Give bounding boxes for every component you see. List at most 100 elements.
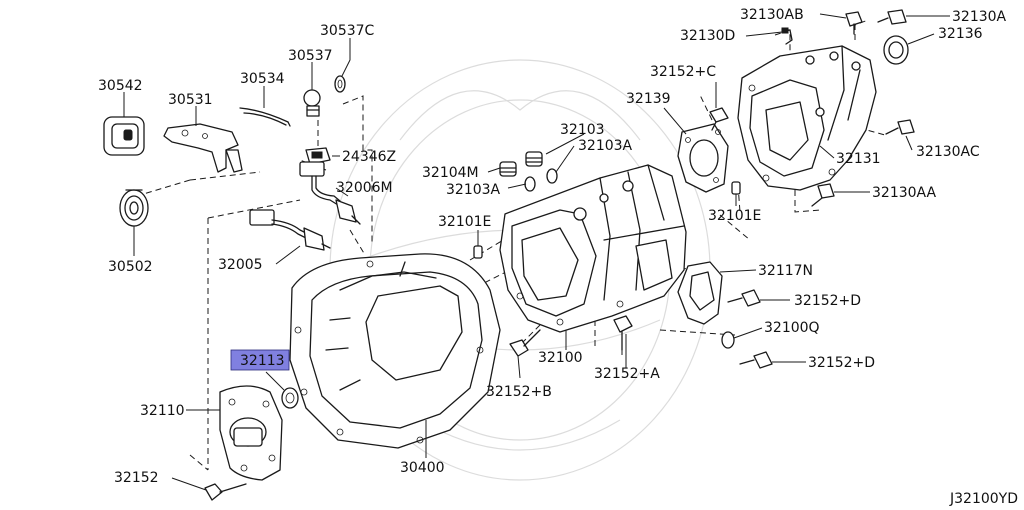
part-number-label: 30400 [400, 460, 445, 476]
part-32117N-adapter [677, 261, 723, 325]
part-32130AB-bolt [845, 11, 863, 35]
part-number-label: 32103 [560, 122, 605, 138]
part-number-label: 32130AA [872, 185, 937, 201]
callout-32130AA[interactable]: 32130AA [872, 185, 937, 201]
part-32100Q-washer [721, 331, 735, 349]
callout-32103[interactable]: 32103 [560, 122, 605, 138]
part-number-label: 32152 [114, 470, 159, 486]
part-number-label: 32130D [680, 28, 735, 44]
callout-32152A[interactable]: 32152+A [594, 366, 660, 382]
part-number-label: 32005 [218, 257, 263, 273]
part-32152-bolt [204, 483, 247, 501]
leader-lines [123, 13, 950, 491]
part-32136-rear-seal [883, 35, 909, 65]
part-30400-clutch-housing [289, 253, 501, 449]
part-number-label: 32152+D [808, 355, 875, 371]
part-number-label: 32152+A [594, 366, 660, 382]
part-number-label: 32103A [578, 138, 633, 154]
part-32130AA-bolt [811, 183, 835, 207]
part-number-label: 32104M [422, 165, 479, 181]
part-32152D-bolt-upper [727, 289, 761, 307]
callout-32130AB[interactable]: 32130AB [740, 7, 804, 23]
part-number-label: 32113 [240, 353, 285, 369]
part-32139-gasket [677, 123, 729, 193]
part-32103-plug [525, 151, 543, 167]
part-32152A-bolt [613, 315, 633, 351]
part-32130D-clip [781, 27, 793, 45]
callout-32130AC[interactable]: 32130AC [916, 144, 980, 160]
part-number-label: 30542 [98, 78, 143, 94]
callout-30502[interactable]: 30502 [108, 259, 153, 275]
callout-30542[interactable]: 30542 [98, 78, 143, 94]
part-32152B-bolt [509, 329, 541, 357]
part-32130AC-bolt [885, 119, 915, 135]
part-number-label: 32136 [938, 26, 983, 42]
part-number-label: 32152+B [486, 384, 552, 400]
part-24346Z-clip [305, 147, 331, 165]
part-number-label: 32139 [626, 91, 671, 107]
callout-30534[interactable]: 30534 [240, 71, 285, 87]
part-number-label: 32006M [336, 180, 393, 196]
callout-32103A-left[interactable]: 32103A [446, 182, 501, 198]
part-number-label: 32103A [446, 182, 501, 198]
part-number-label: 24346Z [342, 149, 396, 165]
part-number-label: 32100Q [764, 320, 820, 336]
callout-32152D-upper[interactable]: 32152+D [794, 293, 861, 309]
callout-32130A[interactable]: 32130A [952, 9, 1007, 25]
part-number-label: 32152+D [794, 293, 861, 309]
part-30537C-clip [334, 75, 346, 93]
part-number-label: 32130A [952, 9, 1007, 25]
part-30542-boot [103, 116, 145, 156]
callout-32110[interactable]: 32110 [140, 403, 185, 419]
callout-32101E-right[interactable]: 32101E [708, 208, 761, 224]
callout-32104M[interactable]: 32104M [422, 165, 479, 181]
part-number-label: 32130AB [740, 7, 804, 23]
part-number-label: 32131 [836, 151, 881, 167]
callout-30537[interactable]: 30537 [288, 48, 333, 64]
part-32104M-plug [499, 161, 517, 177]
callout-32100Q[interactable]: 32100Q [764, 320, 820, 336]
callout-32152D-lower[interactable]: 32152+D [808, 355, 875, 371]
part-32006M-switch [299, 161, 361, 225]
part-number-label: 30537 [288, 48, 333, 64]
callout-30400[interactable]: 30400 [400, 460, 445, 476]
part-30534-spring [239, 107, 291, 127]
callout-32100[interactable]: 32100 [538, 350, 583, 366]
part-32130A-bolt [877, 9, 907, 25]
part-number-label: 32101E [708, 208, 761, 224]
part-number-label: 32117N [758, 263, 813, 279]
part-number-label: 32110 [140, 403, 185, 419]
part-32113-seal [281, 387, 299, 409]
part-number-label: 30534 [240, 71, 285, 87]
part-number-label: 30537C [320, 23, 375, 39]
callout-32136[interactable]: 32136 [938, 26, 983, 42]
callout-32117N[interactable]: 32117N [758, 263, 813, 279]
part-30531-fork [163, 123, 243, 173]
callout-24346Z[interactable]: 24346Z [342, 149, 396, 165]
callout-32005[interactable]: 32005 [218, 257, 263, 273]
callout-32152C[interactable]: 32152+C [650, 64, 716, 80]
part-number-label: 30502 [108, 259, 153, 275]
callout-32139[interactable]: 32139 [626, 91, 671, 107]
part-32005-switch [249, 209, 331, 251]
part-number-label: 30531 [168, 92, 213, 108]
part-32131-rear-housing [737, 45, 877, 191]
part-32100-transmission-case [499, 164, 687, 333]
callout-32113-highlighted[interactable]: 32113 [230, 349, 290, 371]
callout-32152B[interactable]: 32152+B [486, 384, 552, 400]
callout-32152[interactable]: 32152 [114, 470, 159, 486]
part-32152D-bolt-lower [739, 351, 773, 369]
callout-32103A-right[interactable]: 32103A [578, 138, 633, 154]
callout-30537C[interactable]: 30537C [320, 23, 375, 39]
callout-32006M[interactable]: 32006M [336, 180, 393, 196]
part-number-label: 32101E [438, 214, 491, 230]
callout-32101E-left[interactable]: 32101E [438, 214, 491, 230]
callout-32131[interactable]: 32131 [836, 151, 881, 167]
callout-labels: 30542 30531 30534 30537 30537C 24346Z 32… [98, 7, 1007, 486]
part-32103A-washer-left [524, 176, 536, 192]
callout-32130D[interactable]: 32130D [680, 28, 735, 44]
part-30502-bearing [119, 189, 149, 227]
callout-30531[interactable]: 30531 [168, 92, 213, 108]
part-number-label: 32100 [538, 350, 583, 366]
